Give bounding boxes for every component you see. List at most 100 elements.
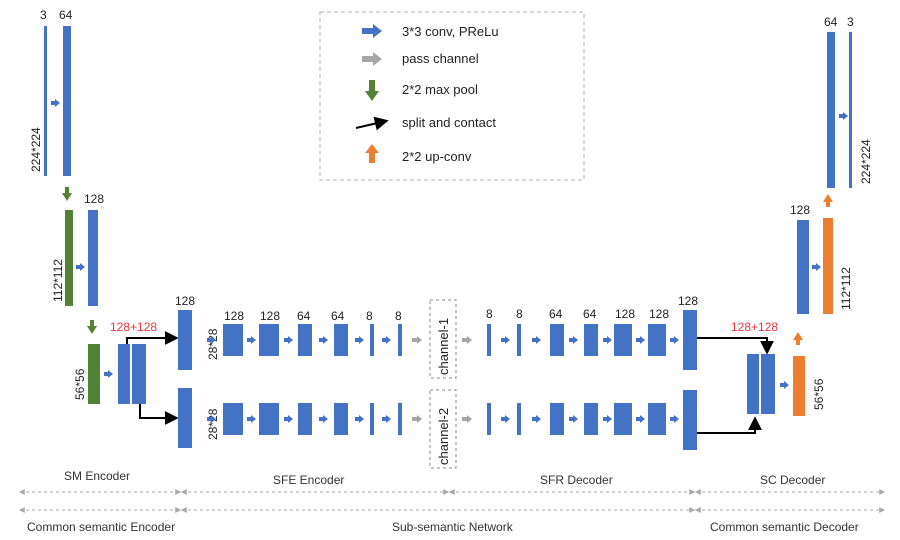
sfr-bottom-block-8b [517, 403, 521, 435]
sc-size112-label: 112*112 [839, 267, 853, 310]
pass-arrows-from-channels [462, 336, 472, 423]
section-sub-semantic: Sub-semantic Network [392, 520, 514, 534]
sfr-top-block-8b [517, 324, 521, 356]
section-sfr-decoder: SFR Decoder [540, 473, 613, 487]
channel-2-box [429, 389, 457, 469]
sfe-ch-4: 64 [331, 309, 345, 323]
sm-block-64-pooled [65, 210, 73, 306]
sfe-ch-5: 8 [366, 309, 373, 323]
sfe-top-block-8a [370, 324, 374, 356]
sfr-top-block-128a [614, 324, 632, 356]
sfe-top-block-128b [223, 324, 243, 356]
sfr-bottom-block-128c [683, 390, 697, 450]
sfe-top-block-64a [298, 324, 312, 356]
conv-arrow-icon [812, 263, 821, 271]
sfe-top-block-128c [259, 324, 279, 356]
sfr-ch-2: 64 [549, 307, 563, 321]
sm-block-3ch [44, 26, 47, 176]
sm-block-64 [63, 26, 71, 176]
sfe-ch-1: 128 [224, 309, 244, 323]
sfe-bottom-block-64b [334, 403, 348, 435]
sc-block-upconv-56 [793, 356, 805, 416]
sfr-bottom-block-128a [614, 403, 632, 435]
sc-block-upconv-112 [823, 218, 833, 314]
sfe-top-block-128a [178, 310, 192, 370]
section-common-decoder: Common semantic Decoder [710, 520, 859, 534]
split-arrow-bottom [139, 404, 179, 425]
legend-split-arrow-icon [355, 116, 389, 131]
sfe-top-block-8b [398, 324, 402, 356]
sfr-bottom-block-8a [487, 403, 491, 435]
sfe-bottom-block-128c [259, 403, 279, 435]
legend-pass-arrow-icon [362, 52, 382, 66]
sm-ch64-label: 64 [59, 8, 73, 22]
sc-block-concat-b [761, 354, 775, 414]
legend-upconv-arrow-icon [365, 144, 379, 163]
sfe-bottom-block-64a [298, 403, 312, 435]
legend-box [319, 11, 585, 181]
sfr-ch-3: 64 [583, 307, 597, 321]
pass-arrows-to-channels [412, 336, 422, 423]
channel-2-label: channel-2 [436, 408, 451, 465]
sfe-bottom-block-8a [370, 403, 374, 435]
sfr-ch-5: 128 [649, 307, 669, 321]
legend-pool-label: 2*2 max pool [402, 82, 478, 97]
section-sm-encoder: SM Encoder [64, 469, 130, 483]
legend-split-label: split and contact [402, 115, 496, 130]
sm-block-128 [88, 210, 98, 306]
conv-arrow-icon [76, 263, 85, 271]
sfr-bottom-block-64b [584, 403, 598, 435]
section-labels: SM Encoder SFE Encoder SFR Decoder SC De… [18, 469, 886, 534]
legend-upconv-label: 2*2 up-conv [402, 149, 472, 164]
sm-size56-label: 56*56 [73, 368, 87, 400]
pool-arrow-icon [62, 187, 72, 201]
contact-arrow-top [697, 337, 774, 355]
sm-ch128-label: 128 [84, 192, 104, 206]
sfr-top-block-128c [683, 310, 697, 370]
legend-pass-label: pass channel [402, 51, 479, 66]
sfr-ch-1: 8 [516, 307, 523, 321]
sfe-conv-arrows [207, 336, 391, 423]
legend: 3*3 conv, PReLu pass channel 2*2 max poo… [319, 11, 585, 181]
sc-block-64 [827, 32, 835, 188]
upconv-arrow-icon [823, 194, 833, 207]
sfr-top-block-64a [550, 324, 564, 356]
legend-pool-arrow-icon [365, 80, 379, 101]
pool-arrow-icon [87, 320, 97, 334]
sfe-ch-2: 128 [260, 309, 280, 323]
sm-concat-label: 128+128 [110, 320, 157, 334]
conv-arrow-icon [839, 112, 848, 120]
sfe-encoder: 128 128 128 64 64 8 8 28*28 28*28 [175, 294, 422, 448]
sc-concat-label: 128+128 [731, 320, 778, 334]
sm-block-concat-b [132, 344, 146, 404]
sfr-bottom-block-128b [648, 403, 666, 435]
conv-arrow-icon [51, 99, 60, 107]
sfe-ch-3: 64 [297, 309, 311, 323]
sfr-ch-4: 128 [615, 307, 635, 321]
sfr-top-block-128b [648, 324, 666, 356]
sfr-top-block-64b [584, 324, 598, 356]
channel-1-box [429, 299, 457, 379]
sfe-bottom-block-128b [223, 403, 243, 435]
channel-1-label: channel-1 [436, 318, 451, 375]
sc-block-3ch [849, 32, 852, 188]
sc-ch128-label: 128 [790, 203, 810, 217]
section-sc-decoder: SC Decoder [760, 473, 825, 487]
sfe-top-block-64b [334, 324, 348, 356]
sc-size56-label: 56*56 [812, 378, 826, 410]
sfe-ch-6: 8 [395, 309, 402, 323]
upconv-arrow-icon [793, 332, 803, 345]
sm-block-concat-a [118, 344, 130, 404]
legend-conv-label: 3*3 conv, PReLu [402, 24, 499, 39]
sc-block-concat-a [747, 354, 759, 414]
sfe-bottom-block-8b [398, 403, 402, 435]
split-arrow-top [126, 331, 179, 345]
channels: channel-1 channel-2 [429, 299, 457, 469]
sc-decoder: 64 3 224*224 128 112*112 128+128 56*56 [731, 15, 873, 416]
sm-encoder: 3 64 224*224 128 112*112 128+128 56*56 [29, 8, 179, 425]
sc-ch64-label: 64 [824, 15, 838, 29]
section-common-encoder: Common semantic Encoder [27, 520, 175, 534]
sfe-size-bottom: 28*28 [206, 408, 220, 440]
conv-arrow-icon [780, 381, 789, 389]
